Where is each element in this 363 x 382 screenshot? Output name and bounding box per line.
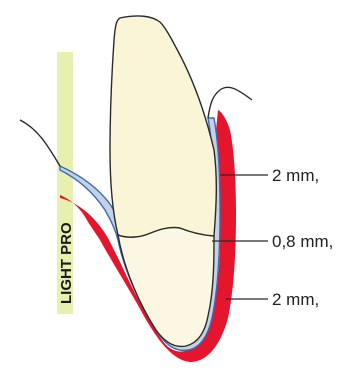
right-gum-line bbox=[208, 87, 252, 118]
left-gum-line bbox=[20, 120, 60, 166]
tooth-crown bbox=[110, 16, 216, 237]
callout-label-middle: 0,8 mm, bbox=[272, 232, 333, 251]
light-pro-label: LIGHT PRO bbox=[58, 222, 75, 304]
tooth-root bbox=[118, 227, 214, 346]
callout-label-top: 2 mm, bbox=[272, 166, 319, 185]
callout-label-bottom: 2 mm, bbox=[272, 290, 319, 309]
